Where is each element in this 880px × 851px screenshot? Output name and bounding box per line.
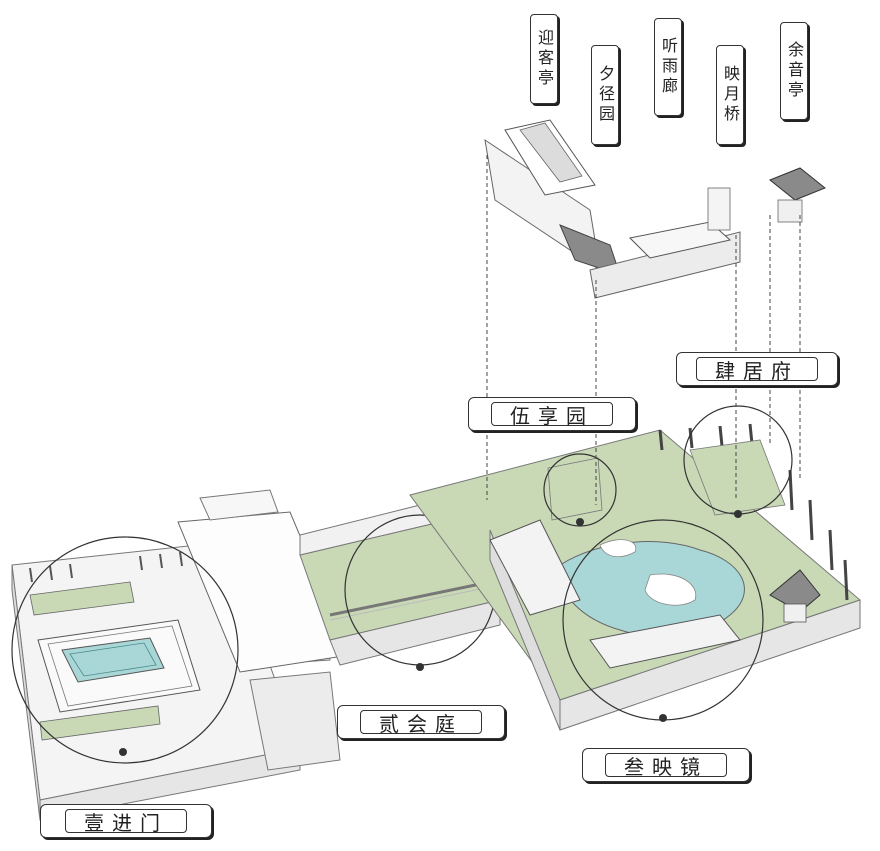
label-er-hui-ting-text: 贰会庭 xyxy=(379,711,463,736)
label-ying-yue-qiao: 映月桥 xyxy=(716,45,744,145)
label-yi-jin-men: 壹进门 xyxy=(40,804,212,838)
label-yi-jin-men-text: 壹进门 xyxy=(84,810,168,835)
label-wu-xiang-yuan: 伍享园 xyxy=(468,397,636,431)
label-er-hui-ting: 贰会庭 xyxy=(337,705,505,739)
label-si-ju-fu-text: 肆居府 xyxy=(715,358,799,383)
label-ting-yu-lang: 听雨廊 xyxy=(654,18,682,116)
exploded-buildings xyxy=(484,119,826,299)
label-ying-yue-qiao-text: 映月桥 xyxy=(721,65,740,125)
label-si-ju-fu: 肆居府 xyxy=(676,352,838,386)
label-ying-ke-ting-text: 迎客亭 xyxy=(535,29,554,89)
entrance-block xyxy=(11,489,351,821)
label-ying-ke-ting: 迎客亭 xyxy=(530,14,558,104)
garden-block xyxy=(409,405,861,731)
label-xi-jing-yuan-text: 夕径园 xyxy=(596,65,615,125)
label-ting-yu-lang-text: 听雨廊 xyxy=(659,37,678,97)
label-san-ying-jing-text: 叁映镜 xyxy=(624,754,708,779)
label-san-ying-jing: 叁映镜 xyxy=(582,748,750,782)
label-wu-xiang-yuan-text: 伍享园 xyxy=(510,403,594,428)
label-xi-jing-yuan: 夕径园 xyxy=(591,45,619,145)
label-yu-yin-ting-text: 余音亭 xyxy=(785,41,804,101)
label-yu-yin-ting: 余音亭 xyxy=(780,22,808,120)
meeting-court-block xyxy=(299,499,501,671)
leader-lines xyxy=(486,155,801,505)
